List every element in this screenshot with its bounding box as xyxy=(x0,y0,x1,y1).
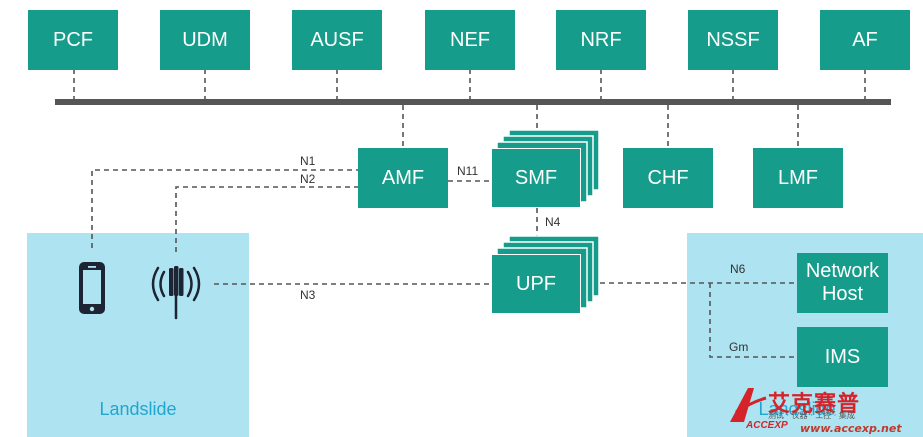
n3-label: N3 xyxy=(300,288,316,302)
watermark-tagline: 测试 · 仪器 · 工控 · 集成 xyxy=(768,411,855,420)
landslide-label-left: Landslide xyxy=(99,399,177,419)
n4-label: N4 xyxy=(545,215,561,229)
ims-node: IMS xyxy=(797,327,888,387)
af-node: AF xyxy=(820,10,910,70)
n6-label: N6 xyxy=(730,262,746,276)
nssf-node: NSSF xyxy=(688,10,778,70)
gm-label: Gm xyxy=(729,340,749,354)
watermark-brand: 艾克赛普 xyxy=(768,392,861,417)
pcf-node: PCF xyxy=(28,10,118,70)
watermark: 艾克赛普 测试 · 仪器 · 工控 · 集成 ACCEXP www.accexp… xyxy=(728,384,923,437)
n2-label: N2 xyxy=(300,172,316,186)
watermark-logo-icon xyxy=(730,388,767,422)
amf-node: AMF xyxy=(358,148,448,208)
network-host-node: Network Host xyxy=(797,253,888,313)
chf-node: CHF xyxy=(623,148,713,208)
nef-node: NEF xyxy=(425,10,515,70)
landslide-region-left xyxy=(27,233,249,437)
watermark-url[interactable]: www.accexp.net xyxy=(800,422,902,435)
upf-node: UPF xyxy=(491,254,581,314)
landslide-label-right: Landslide xyxy=(758,399,836,419)
cell-tower-antenna xyxy=(169,266,184,296)
nrf-node: NRF xyxy=(556,10,646,70)
service-bus xyxy=(55,99,891,105)
n1-label: N1 xyxy=(300,154,316,168)
lmf-node: LMF xyxy=(753,148,843,208)
n11-label: N11 xyxy=(457,164,479,178)
udm-node: UDM xyxy=(160,10,250,70)
phone-icon xyxy=(79,262,105,314)
watermark-logo-text: ACCEXP xyxy=(746,420,788,431)
smf-node: SMF xyxy=(491,148,581,208)
ausf-node: AUSF xyxy=(292,10,382,70)
